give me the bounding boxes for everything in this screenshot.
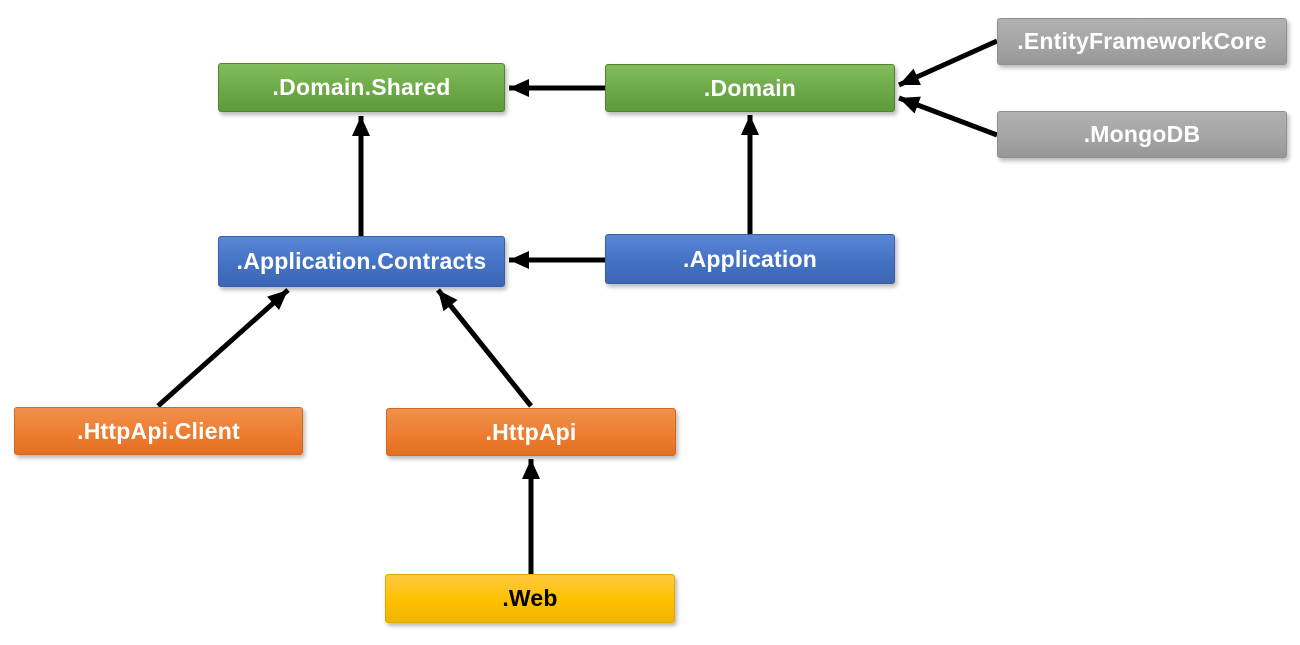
node-domain-shared-label: .Domain.Shared — [272, 74, 451, 100]
node-httpapi-label: .HttpApi — [485, 418, 577, 445]
edge-httpapi-client-to-application-contracts — [156, 288, 290, 408]
node-domain-shared: .Domain.Shared — [218, 63, 505, 112]
node-web-label: .Web — [502, 585, 558, 611]
node-entity-framework-core: .EntityFrameworkCore — [997, 18, 1287, 65]
node-httpapi-client-label: .HttpApi.Client — [77, 417, 240, 444]
node-web: .Web — [385, 574, 675, 623]
edge-mongodb-to-domain — [898, 95, 998, 138]
node-application: .Application — [605, 234, 895, 284]
node-httpapi: .HttpApi — [386, 408, 676, 456]
node-httpapi-client: .HttpApi.Client — [14, 407, 303, 455]
node-domain: .Domain — [605, 64, 895, 112]
node-entity-framework-core-label: .EntityFrameworkCore — [1017, 28, 1267, 54]
node-mongodb: .MongoDB — [997, 111, 1287, 158]
edge-entityframeworkcore-to-domain — [897, 38, 999, 88]
node-mongodb-label: .MongoDB — [1083, 121, 1201, 147]
node-domain-label: .Domain — [703, 74, 797, 101]
edge-httpapi-to-application-contracts — [436, 288, 533, 408]
node-application-label: .Application — [682, 245, 817, 272]
node-application-contracts: .Application.Contracts — [218, 236, 505, 287]
node-application-contracts-label: .Application.Contracts — [236, 248, 487, 274]
